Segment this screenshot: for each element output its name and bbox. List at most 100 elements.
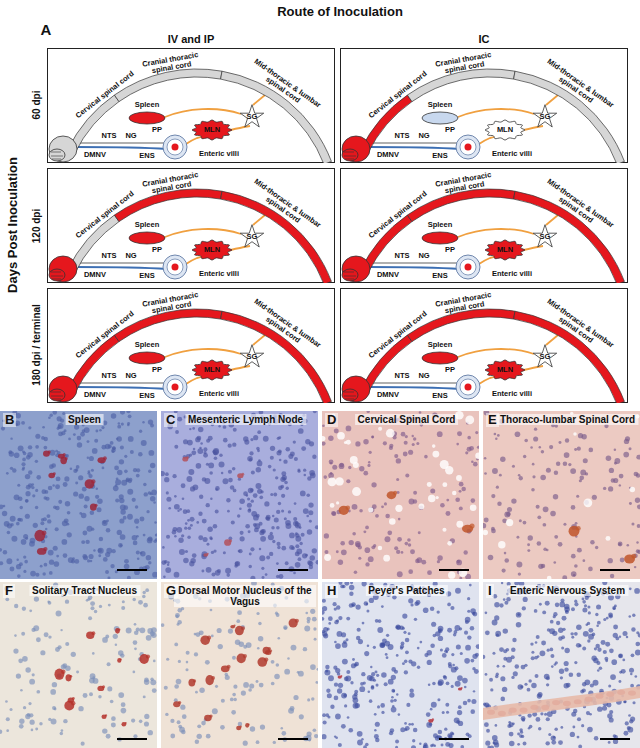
cerebellum <box>342 149 358 161</box>
vagal-efferent <box>75 387 167 389</box>
anatomy-label: ENS <box>432 152 447 160</box>
gut-section <box>456 375 480 399</box>
anatomy-label: SG <box>540 353 551 361</box>
panel-title: Mesenteric Lymph Node <box>185 414 306 425</box>
brainstem <box>49 256 77 282</box>
lymph-node-shape <box>192 240 232 260</box>
micrograph-panel: Thoraco-lumbar Spinal CordE <box>483 411 640 579</box>
cerebellum <box>49 389 65 401</box>
micrograph-panel: Dorsal Motor Nucleus of the VagusG <box>161 582 318 748</box>
prion-deposits <box>54 628 150 726</box>
anatomy-label: NTS <box>395 252 410 260</box>
panel-title: Dorsal Motor Nucleus of the Vagus <box>174 585 316 607</box>
panel-letter: B <box>3 413 16 427</box>
prion-deposits <box>34 450 106 554</box>
sympathetic-nerve <box>165 349 241 357</box>
sympathetic-nerve <box>458 349 534 357</box>
anatomy-label: PP <box>445 366 455 374</box>
prion-deposits <box>338 675 463 723</box>
micrograph-panel: SpleenB <box>0 411 157 579</box>
enteric-plexus <box>483 686 640 720</box>
cerebellar-fold <box>52 399 61 400</box>
panel-letter: E <box>486 413 499 427</box>
vagal-afferent <box>75 142 165 144</box>
cerebellar-fold <box>51 272 61 273</box>
axis-label: Days Post Inoculation <box>6 157 20 293</box>
micrograph-ground <box>161 411 318 579</box>
anatomy-label: DMNV <box>377 391 399 399</box>
cerebellar-fold <box>344 276 356 277</box>
cerebellar-fold <box>344 156 356 157</box>
brainstem <box>342 256 370 282</box>
anatomy-label: Enteric villi <box>199 270 239 278</box>
scale-bar <box>278 738 308 740</box>
cerebellar-fold <box>345 399 354 400</box>
scale-bar <box>439 738 469 740</box>
gut-lumen <box>460 139 476 155</box>
anatomy-label: Enteric villi <box>199 390 239 398</box>
micrograph-panel: Mesenteric Lymph Node C <box>161 411 318 579</box>
sympathetic-nerve <box>546 95 558 105</box>
cell-nuclei <box>161 411 318 579</box>
enteric-villi-mark <box>172 264 179 271</box>
vagal-afferent <box>75 262 165 264</box>
panel-letter: A <box>41 22 52 39</box>
anatomy-label: PP <box>445 246 455 254</box>
sympathetic-nerve <box>546 215 558 225</box>
cell-nuclei <box>161 582 318 746</box>
spleen-shape <box>129 352 165 364</box>
cerebellum <box>49 149 65 161</box>
cerebellar-fold <box>51 396 63 397</box>
cerebellar-fold <box>51 152 61 153</box>
anatomy-label: PP <box>152 246 162 254</box>
scale-bar <box>278 569 308 571</box>
panel-letter: D <box>325 413 338 427</box>
cerebellar-fold <box>51 276 63 277</box>
gut-section <box>456 255 480 279</box>
brainstem <box>342 376 370 402</box>
vagal-afferent <box>368 142 458 144</box>
anatomy-label: MLN <box>497 366 513 374</box>
cerebellar-fold <box>51 156 63 157</box>
row-label: 120 dpi <box>31 209 42 243</box>
schematic-panel: Cervical spinal cordCranial thoracic spi… <box>47 48 335 163</box>
cerebellar-fold <box>345 279 354 280</box>
lymph-node-shape <box>192 120 232 140</box>
anatomy-label: Spleen <box>428 101 453 109</box>
anatomy-label: DMNV <box>84 271 106 279</box>
micrograph-ground <box>322 411 479 579</box>
spleen-shape <box>422 232 458 244</box>
vagal-efferent <box>75 267 167 269</box>
scale-bar <box>439 569 469 571</box>
anatomy-label: PP <box>152 366 162 374</box>
panel-title: Thoraco-lumbar Spinal Cord <box>497 414 638 425</box>
cell-nuclei <box>322 411 479 579</box>
vacuoles <box>483 412 639 579</box>
panel-letter: C <box>164 413 177 427</box>
ganglion-star <box>240 345 263 367</box>
anatomy-label: ENS <box>139 152 154 160</box>
cerebellum <box>342 389 358 401</box>
anatomy-label: Spleen <box>135 101 160 109</box>
anatomy-label: NG <box>418 132 429 140</box>
anatomy-label: SG <box>540 233 551 241</box>
anatomy-label: SG <box>247 233 258 241</box>
anatomy-label: Enteric villi <box>492 150 532 158</box>
anatomy-label: NG <box>125 372 136 380</box>
micrograph-ground <box>322 582 479 748</box>
micrograph-ground <box>0 582 157 748</box>
vagal-afferent <box>368 262 458 264</box>
vagal-efferent <box>368 147 460 149</box>
panel-letter: H <box>325 584 338 598</box>
ganglion-star <box>533 225 556 247</box>
prion-deposits <box>173 619 299 731</box>
micrograph-ground <box>483 582 640 748</box>
vagal-afferent <box>75 382 165 384</box>
schematic-panel: Cervical spinal cordCranial thoracic spi… <box>47 288 335 403</box>
ganglion-star <box>533 345 556 367</box>
scale-bar <box>117 569 147 571</box>
gut-section <box>163 255 187 279</box>
anatomy-label: Enteric villi <box>199 150 239 158</box>
cell-nuclei <box>483 411 640 579</box>
anatomy-label: DMNV <box>84 151 106 159</box>
